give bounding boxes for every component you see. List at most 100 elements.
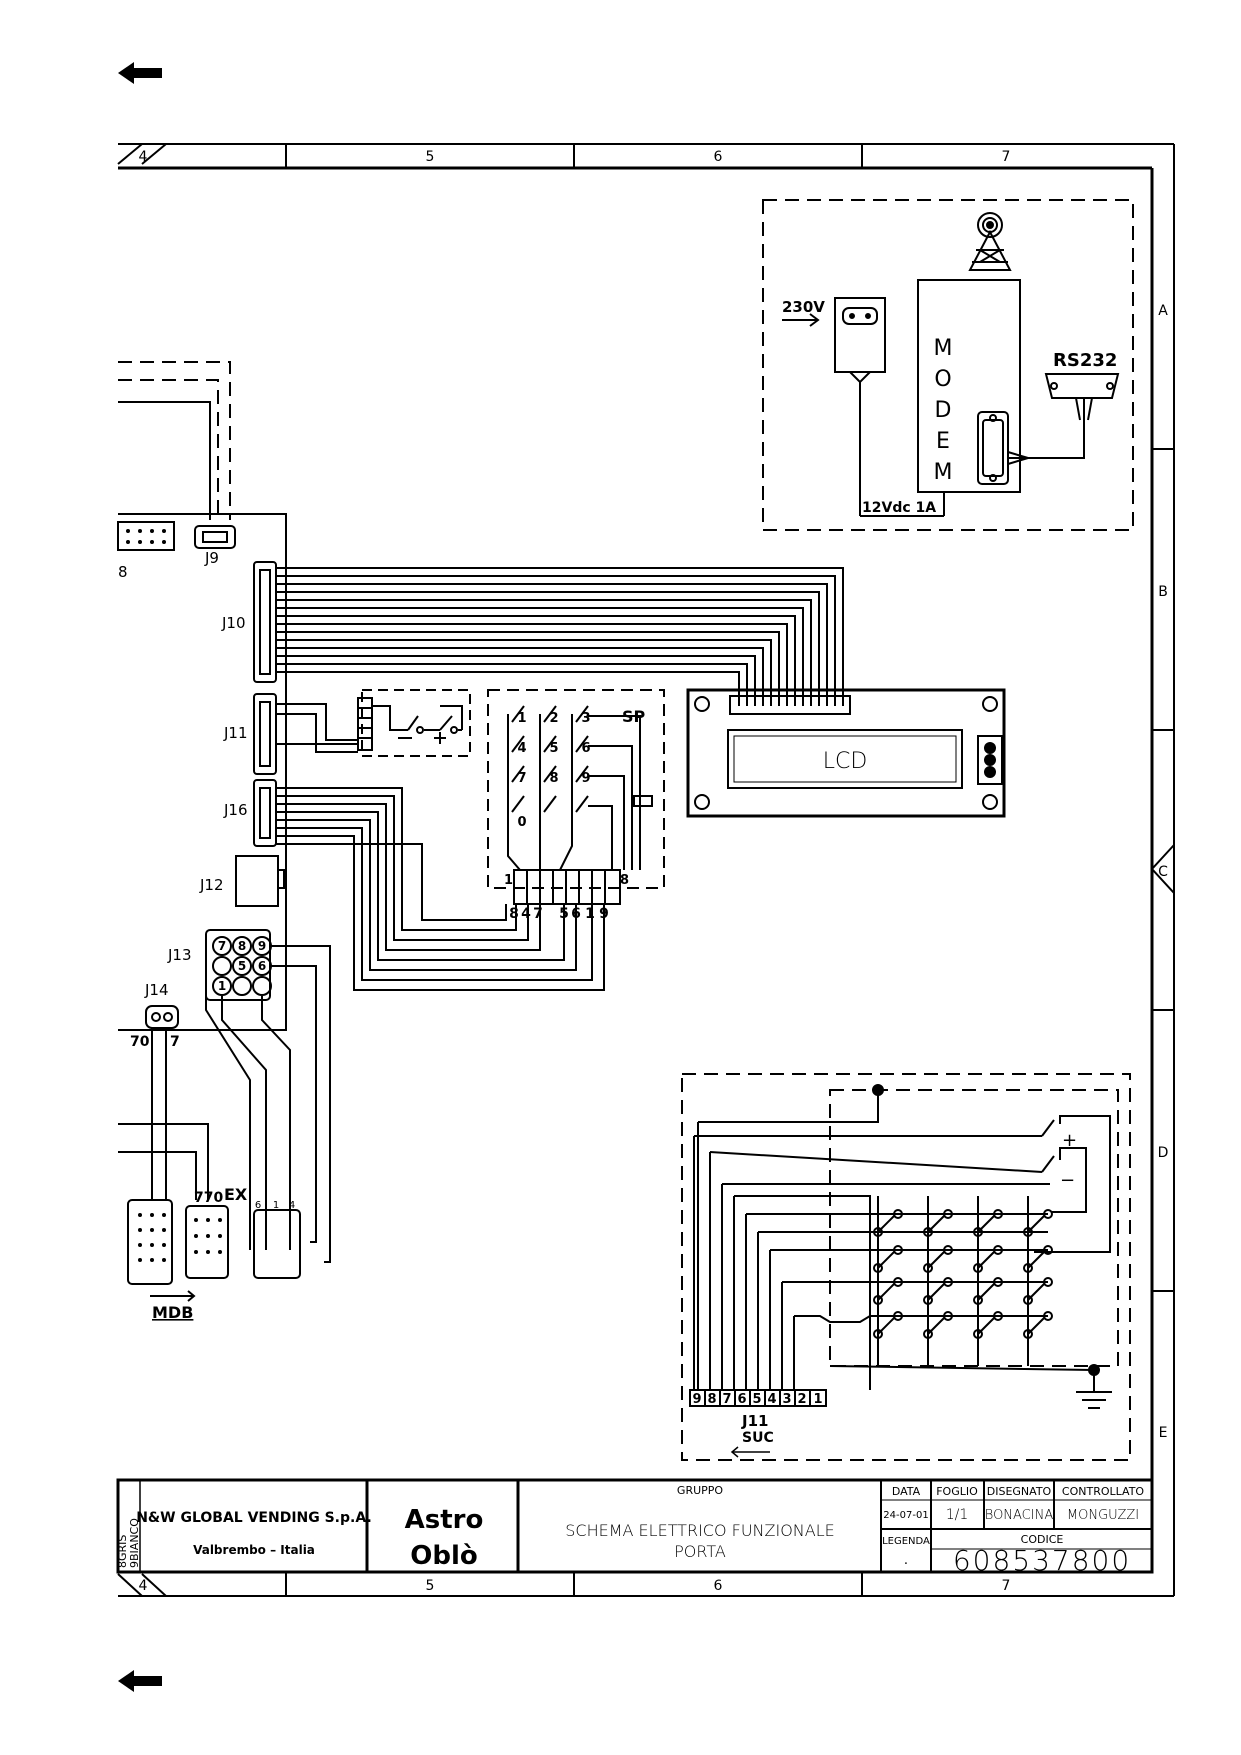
company-location: Valbrembo – Italia [193, 1543, 315, 1557]
keypad-pin: 6 [571, 906, 581, 922]
lcd-data-bus [276, 567, 844, 706]
suc-pin: 6 [737, 1392, 746, 1407]
j16-label: J16 [223, 801, 248, 819]
keypad-key: 7 [517, 771, 526, 786]
suc-pin: 2 [797, 1392, 806, 1407]
suc-j11-header [689, 1389, 827, 1407]
date-value: 24-07-01 [883, 1510, 928, 1521]
keypad-pin: 8 [509, 906, 519, 922]
keypad-switch-marks [507, 705, 653, 871]
column-label-bottom: 7 [1002, 1578, 1011, 1594]
keypad-pin: 5 [559, 906, 569, 922]
keypad-key: 6 [581, 741, 590, 756]
side-vertical-text-1: 9BIANCO [128, 1518, 141, 1568]
modem-dashed-box [762, 199, 1134, 531]
keypad-key: 4 [517, 741, 526, 756]
j8-label: 8 [118, 563, 128, 581]
j13-pin: 1 [218, 979, 226, 993]
lcd-screen [727, 729, 963, 789]
column-label-top: 6 [714, 149, 723, 165]
j14-pin: 7 [170, 1034, 180, 1050]
j9-connector [194, 525, 236, 549]
keypad-pin: 4 [521, 906, 531, 922]
keypad-dashed-box [487, 689, 665, 889]
sheet-value: 1/1 [946, 1507, 969, 1523]
lcd-module: LCD [686, 688, 1006, 818]
rs232-label: RS232 [1053, 350, 1117, 371]
frame-column-labels: 4 5 6 7 4 5 6 7 [139, 149, 1011, 1594]
j9-label: J9 [204, 549, 219, 567]
suc-pin: 4 [767, 1392, 776, 1407]
j12-connector [235, 855, 285, 907]
group-label: GRUPPO [677, 1484, 723, 1497]
minus-button-label: − [1060, 1170, 1075, 1191]
product-name-line2: Oblò [410, 1541, 478, 1571]
j14-connector [145, 1005, 179, 1200]
column-label-bottom: 5 [426, 1578, 435, 1594]
selection-section: + − 9 8 7 6 5 4 3 2 1 J11 SUC [681, 1073, 1131, 1461]
title-block [116, 1478, 1154, 1574]
description-line2: PORTA [674, 1542, 726, 1561]
legend-value: . [904, 1553, 908, 1568]
keypad-pin: 1 [585, 906, 595, 922]
antenna-icon [968, 212, 1012, 271]
suc-pin: 8 [707, 1392, 716, 1407]
keypad-pin: 9 [599, 906, 609, 922]
mdb-connector-1 [127, 1199, 173, 1285]
j14-label: J14 [144, 981, 169, 999]
column-label-top: 4 [139, 149, 148, 165]
keypad-header-left: 1 [504, 873, 513, 888]
side-vertical-text-2: 8GRIS [116, 1535, 129, 1568]
keypad-key: 8 [549, 771, 558, 786]
frame-row-labels: A B C D E [1158, 303, 1169, 1441]
sheet-label: FOGLIO [936, 1485, 978, 1498]
column-label-bottom: 4 [139, 1578, 148, 1594]
plus-button-label: + [1062, 1130, 1077, 1151]
drawing-frame [117, 143, 1175, 1597]
keypad-key: 0 [517, 815, 526, 830]
row-label: E [1159, 1425, 1168, 1441]
j13-label: J13 [167, 946, 192, 964]
modem-serial-port [977, 411, 1009, 485]
column-label-top: 5 [426, 149, 435, 165]
suc-pin: 5 [752, 1392, 761, 1407]
ex-pin: 1 [273, 1200, 279, 1211]
ex-label: EX [224, 1185, 248, 1204]
mdb-wiring [118, 1123, 301, 1302]
code-value: 608537800 [953, 1544, 1131, 1577]
company-name: N&W GLOBAL VENDING S.p.A. [136, 1510, 372, 1526]
j13-pin: 9 [258, 939, 266, 953]
keypad-section: SP 1 2 3 4 5 6 7 8 9 [487, 689, 665, 922]
j14-pin: 70 [130, 1034, 150, 1050]
date-label: DATA [892, 1485, 921, 1498]
modem-letter: M [934, 460, 953, 485]
lcd-label: LCD [823, 749, 868, 774]
row-label: D [1158, 1145, 1169, 1161]
j11-label: J11 [223, 724, 248, 742]
keypad-key: 1 [517, 711, 526, 726]
checked-by-label: CONTROLLATO [1062, 1485, 1144, 1498]
keypad-key: 2 [549, 711, 558, 726]
mdb-pins-label: 770 [194, 1190, 223, 1206]
modem-letter: D [935, 398, 952, 423]
modem-letter: E [936, 429, 950, 454]
selection-inner-box [829, 1089, 1119, 1367]
back-arrow-icon-bottom[interactable] [118, 1670, 162, 1692]
controller-board [117, 361, 287, 1031]
keypad-wiring [276, 787, 605, 991]
column-label-top: 7 [1002, 149, 1011, 165]
j13-pin: 7 [218, 939, 226, 953]
rs232-connector [1007, 373, 1120, 465]
row-label: C [1158, 864, 1168, 880]
back-arrow-icon-top[interactable] [118, 62, 162, 84]
description-line1: SCHEMA ELETTRICO FUNZIONALE [565, 1521, 834, 1540]
j13-pin: 8 [238, 939, 246, 953]
modem-section: M O D E M 230V 12Vdc 1A RS [762, 199, 1134, 531]
keypad-header-right: 8 [620, 873, 629, 888]
selection-outer-box [681, 1073, 1131, 1461]
suc-sub-label: SUC [742, 1430, 774, 1446]
column-label-bottom: 6 [714, 1578, 723, 1594]
mdb-label: MDB [152, 1303, 193, 1322]
j11-connector [253, 693, 358, 775]
